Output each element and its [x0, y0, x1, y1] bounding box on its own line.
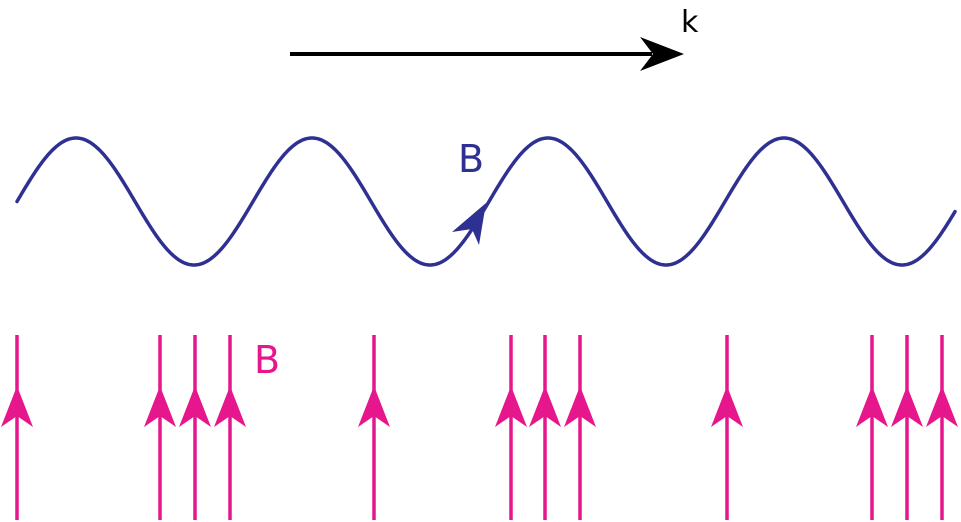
field-line-arrow-head — [926, 386, 958, 427]
field-line-arrow-head — [214, 386, 246, 427]
field-line-arrow-head — [1, 386, 33, 427]
field-line-arrow-head — [891, 386, 923, 427]
field-line-arrow-head — [529, 386, 561, 427]
wave-arrow-head — [452, 203, 486, 245]
field-lines-group — [1, 335, 958, 520]
k-arrow — [290, 37, 684, 71]
field-line-arrow-head — [144, 386, 176, 427]
k-arrow-head — [640, 37, 684, 71]
wave-b-label: B — [458, 137, 484, 181]
wave-line — [15, 136, 957, 267]
k-label: k — [681, 5, 699, 40]
field-line-arrow-head — [495, 386, 527, 427]
field-line-arrow-head — [711, 386, 743, 427]
field-line-arrow-head — [179, 386, 211, 427]
field-b-label: B — [254, 338, 280, 382]
field-line-arrow-head — [564, 386, 596, 427]
field-line-arrow-head — [358, 386, 390, 427]
field-line-arrow-head — [856, 386, 888, 427]
